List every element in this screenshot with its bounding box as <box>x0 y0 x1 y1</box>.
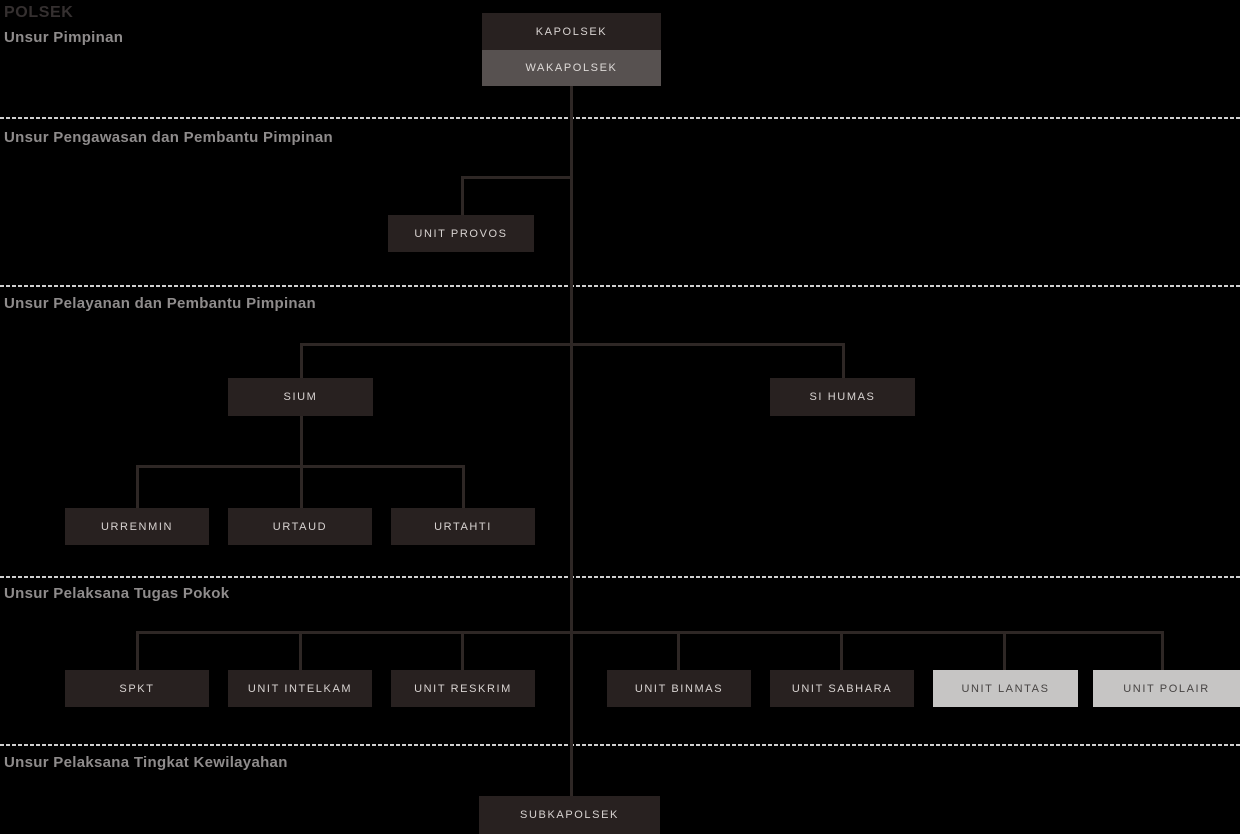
section-heading-pelayanan: Unsur Pelayanan dan Pembantu Pimpinan <box>4 295 317 312</box>
connector-line <box>461 176 464 217</box>
connector-line <box>1161 631 1164 670</box>
connector-line <box>461 176 573 179</box>
connector-trunk <box>570 86 573 798</box>
connector-line <box>677 631 680 670</box>
section-heading-kewilayahan: Unsur Pelaksana Tingkat Kewilayahan <box>4 754 288 771</box>
connector-line <box>300 343 845 346</box>
connector-line <box>842 343 845 378</box>
org-node-unit-binmas: UNIT BINMAS <box>607 670 751 707</box>
connector-line <box>300 465 303 508</box>
connector-line <box>461 631 464 670</box>
org-node-unit-lantas: UNIT LANTAS <box>933 670 1078 707</box>
page-title: POLSEK <box>4 4 74 21</box>
section-divider <box>0 117 1240 119</box>
section-divider <box>0 285 1240 287</box>
section-divider <box>0 576 1240 578</box>
org-node-urtahti: URTAHTI <box>391 508 535 545</box>
connector-line <box>136 631 1164 634</box>
connector-line <box>299 631 302 670</box>
org-node-si-humas: SI HUMAS <box>770 378 915 416</box>
org-node-kapolsek: KAPOLSEK <box>482 13 661 50</box>
org-node-unit-provos: UNIT PROVOS <box>388 215 534 252</box>
connector-line <box>300 343 303 378</box>
connector-line <box>1003 631 1006 670</box>
org-node-unit-sabhara: UNIT SABHARA <box>770 670 914 707</box>
org-node-urtaud: URTAUD <box>228 508 372 545</box>
section-heading-pimpinan: Unsur Pimpinan <box>4 29 124 46</box>
connector-line <box>136 631 139 670</box>
connector-line <box>840 631 843 670</box>
org-node-sium: SIUM <box>228 378 373 416</box>
section-heading-pengawasan: Unsur Pengawasan dan Pembantu Pimpinan <box>4 129 333 146</box>
org-node-unit-intelkam: UNIT INTELKAM <box>228 670 372 707</box>
connector-line <box>136 465 139 508</box>
org-node-unit-polair: UNIT POLAIR <box>1093 670 1240 707</box>
connector-line <box>300 416 303 467</box>
org-node-spkt: SPKT <box>65 670 209 707</box>
org-node-subkapolsek: SUBKAPOLSEK <box>479 796 660 834</box>
org-node-wakapolsek: WAKAPOLSEK <box>482 50 661 86</box>
org-node-unit-reskrim: UNIT RESKRIM <box>391 670 535 707</box>
org-node-urrenmin: URRENMIN <box>65 508 209 545</box>
section-heading-tugas-pokok: Unsur Pelaksana Tugas Pokok <box>4 585 230 602</box>
connector-line <box>462 465 465 508</box>
section-divider <box>0 744 1240 746</box>
